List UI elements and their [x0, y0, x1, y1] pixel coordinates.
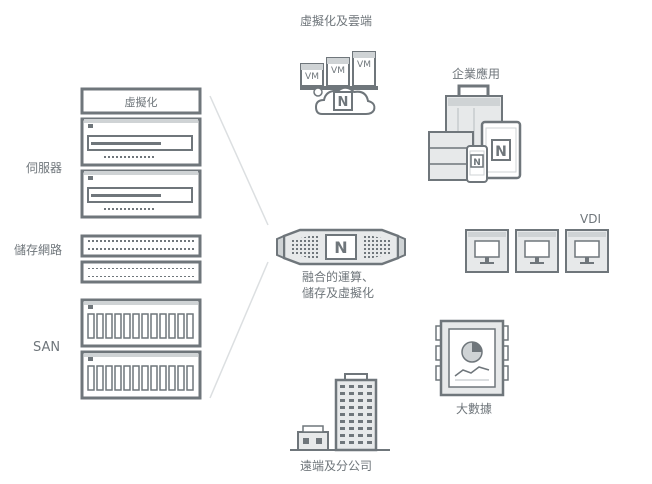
vm-label-2: VM: [331, 66, 345, 76]
remote-branch-buildings: [290, 373, 390, 452]
server-unit-2: [80, 169, 202, 219]
storage-network-switch-2: [80, 260, 202, 284]
label-storage-network: 儲存網路: [14, 243, 63, 257]
label-big-data: 大數據: [455, 402, 493, 416]
nutanix-logo-cloud: N: [338, 95, 349, 110]
vdi-desktop-1: [465, 229, 509, 273]
vdi-desktop-3: [565, 229, 609, 273]
big-data-icon: [435, 319, 509, 397]
vm-label-3: VM: [357, 60, 371, 70]
san-array-1: [80, 298, 202, 348]
vdi-desktops: [465, 229, 609, 273]
label-enterprise-apps: 企業應用: [451, 67, 501, 81]
vdi-desktop-2: [515, 229, 559, 273]
enterprise-apps-icon: [428, 84, 522, 183]
connector-lines: [209, 95, 269, 399]
vm-label-1: VM: [305, 72, 319, 82]
label-center-line1: 融合的運算、: [301, 270, 375, 284]
storage-network-switch-1: [80, 234, 202, 258]
server-unit-1: [80, 117, 202, 167]
nutanix-appliance: [276, 228, 406, 266]
label-center-line2: 儲存及虛擬化: [301, 286, 375, 300]
virtualization-cloud-icon: [300, 51, 378, 115]
label-remote-branch: 遠端及分公司: [299, 459, 373, 473]
virtualization-box: [80, 87, 202, 115]
nutanix-logo-center: N: [334, 238, 347, 257]
nutanix-logo-phone: N: [473, 158, 481, 168]
label-san: SAN: [33, 340, 61, 355]
nutanix-logo-tablet: N: [495, 144, 507, 160]
label-vdi: VDI: [580, 212, 601, 226]
label-virtualization-cloud: 虛擬化及雲端: [299, 14, 373, 28]
label-servers: 伺服器: [26, 161, 63, 175]
san-array-2: [80, 350, 202, 400]
virtualization-box-label: 虛擬化: [125, 95, 158, 109]
